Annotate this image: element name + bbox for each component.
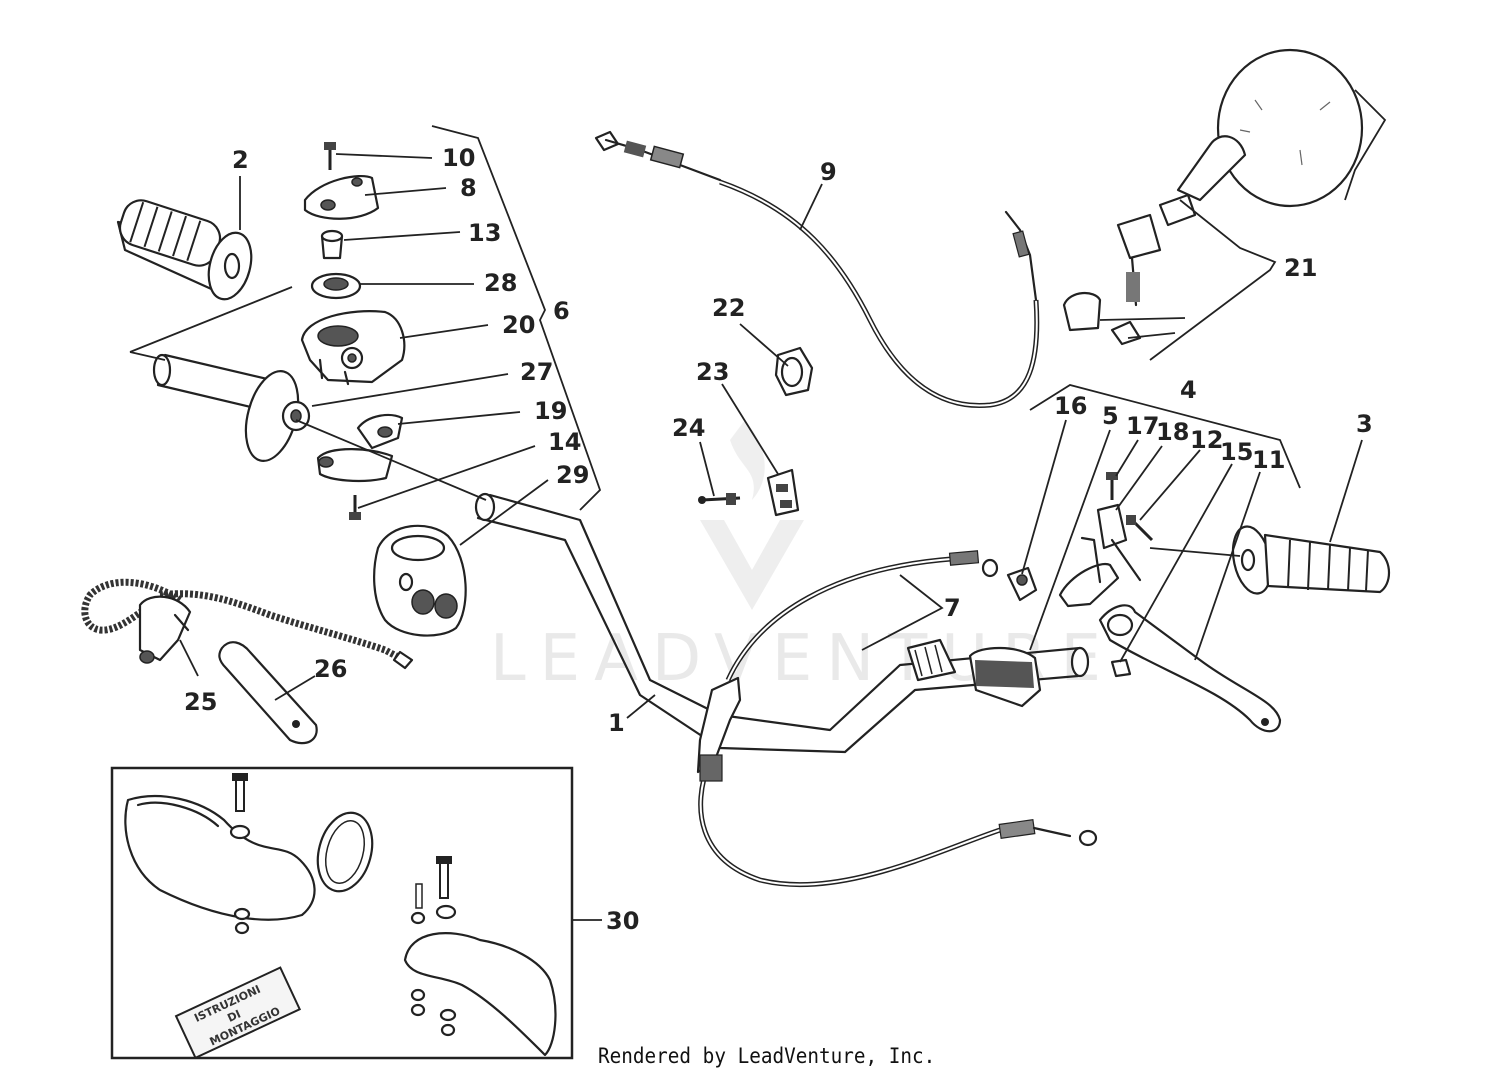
callout-5: 5 [1102,402,1119,430]
mirror [1062,48,1364,346]
callout-20: 20 [502,311,535,339]
callout-22: 22 [712,294,745,322]
callout-17: 17 [1126,412,1159,440]
callout-7: 7 [944,594,961,622]
callout-6: 6 [553,297,570,325]
screw-14 [349,495,361,520]
switch-housing [373,524,467,637]
left-switch-harness [81,578,414,670]
callout-4: 4 [1180,376,1197,404]
callout-labels: 1 2 3 4 5 6 7 8 9 10 11 12 13 14 15 16 1… [184,144,1373,935]
callout-14: 14 [548,428,581,456]
lever-bracket-5 [906,638,1042,708]
callout-10: 10 [442,144,475,172]
bracket-23 [766,468,800,517]
throttle-top-parts [303,142,380,300]
callout-2: 2 [232,146,249,174]
bolt-24 [698,493,741,505]
footer-credit: Rendered by LeadVenture, Inc. [598,1044,936,1068]
throttle-tube [152,353,311,462]
clutch-lever-11 [1098,604,1282,733]
callout-11: 11 [1252,446,1285,474]
throttle-housing-upper [300,310,406,386]
callout-25: 25 [184,688,217,716]
throttle-cable [594,130,1040,409]
callout-1: 1 [608,709,625,737]
callout-30: 30 [606,907,639,935]
cable-clip-22 [774,346,814,397]
lever-pivot-parts [1058,472,1154,608]
callout-19: 19 [534,397,567,425]
right-grip [1231,525,1391,595]
clutch-cable [696,550,1098,888]
callout-26: 26 [314,655,347,683]
callout-15: 15 [1220,438,1253,466]
callout-16: 16 [1054,392,1087,420]
leader-lines [129,89,1387,921]
callout-27: 27 [520,358,553,386]
booklet-line-2: DI [225,1007,242,1024]
callout-28: 28 [484,269,517,297]
callout-29: 29 [556,461,589,489]
callout-8: 8 [460,174,477,202]
left-grip [116,199,253,301]
callout-24: 24 [672,414,705,442]
callout-21: 21 [1284,254,1317,282]
throttle-housing-lower [316,413,404,483]
nut-15 [1110,658,1132,678]
callout-13: 13 [468,219,501,247]
callout-23: 23 [696,358,729,386]
callout-18: 18 [1156,418,1189,446]
callout-12: 12 [1190,426,1223,454]
callout-3: 3 [1356,410,1373,438]
spanner-tool [218,641,318,745]
cable-adjuster-16 [1006,566,1038,602]
callout-9: 9 [820,158,837,186]
handguard-kit-box: ISTRUZIONI DI MONTAGGIO [110,766,574,1060]
